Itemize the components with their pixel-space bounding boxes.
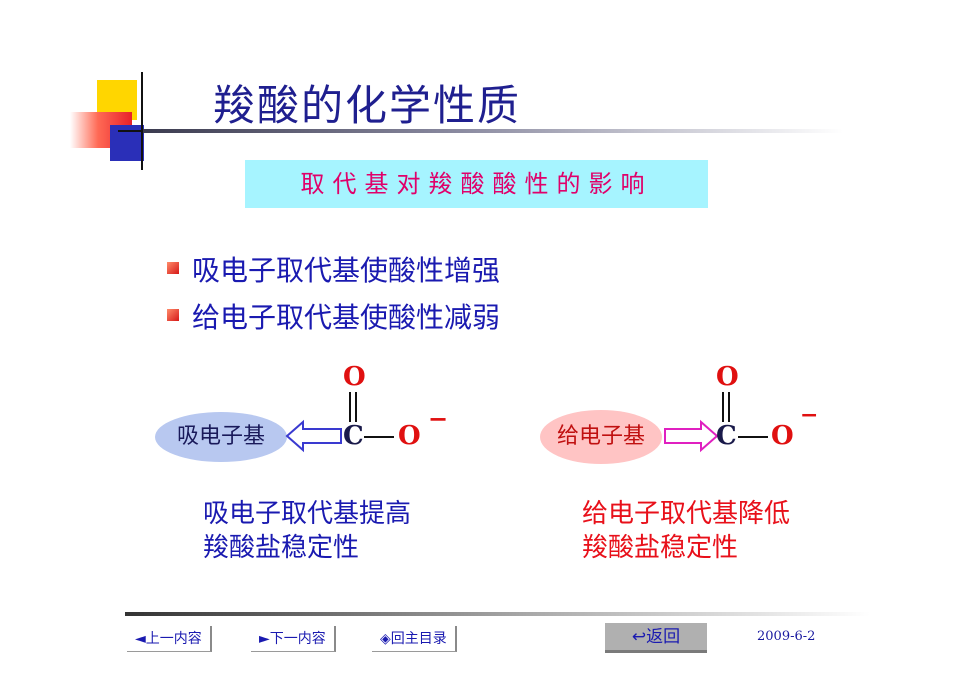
bullet-item-1: 吸电子取代基使酸性增强 [192, 254, 501, 287]
double-bond-line-1 [722, 392, 724, 422]
arrow-left-icon [285, 419, 342, 453]
title-underline [143, 129, 843, 133]
next-content-button[interactable]: ►下一内容 [251, 626, 336, 652]
carbon-atom-right: C [716, 421, 737, 451]
right-description-line-2: 羧酸盐稳定性 [582, 533, 739, 563]
oxygen-right-left: O [398, 421, 421, 451]
subtitle-banner-text: 取代基对羧酸酸性的影响 [300, 170, 653, 198]
electron-withdrawing-group-ellipse [155, 412, 287, 462]
carbon-atom-left: C [343, 421, 364, 451]
negative-charge-right: − [800, 402, 819, 428]
left-description-line-1: 吸电子取代基提高 [203, 499, 412, 529]
subtitle-banner [245, 160, 708, 208]
arrow-right-icon [664, 419, 719, 453]
electron-donating-group-ellipse [540, 410, 662, 464]
right-description-line-1: 给电子取代基降低 [582, 499, 791, 529]
main-menu-button[interactable]: ◈回主目录 [372, 626, 457, 652]
date-label: 2009-6-2 [757, 629, 816, 644]
left-description-line-2: 羧酸盐稳定性 [203, 533, 360, 563]
electron-withdrawing-group-label: 吸电子基 [176, 424, 265, 449]
electron-donating-group-label: 给电子基 [556, 424, 645, 449]
logo-vertical-line [141, 72, 143, 170]
oxygen-top-left: O [343, 362, 366, 392]
double-bond-line-2 [728, 392, 730, 422]
bullet-icon [167, 309, 179, 321]
oxygen-right-right: O [771, 421, 794, 451]
negative-charge-left: − [428, 404, 449, 433]
bullet-item-2: 给电子取代基使酸性减弱 [192, 301, 501, 334]
single-bond-line [738, 436, 768, 438]
return-button[interactable] [605, 623, 707, 653]
oxygen-top-right: O [716, 362, 739, 392]
bullet-icon [167, 262, 179, 274]
double-bond-line-1 [349, 392, 351, 422]
prev-content-button[interactable]: ◄上一内容 [127, 626, 212, 652]
page-title: 羧酸的化学性质 [213, 81, 522, 130]
return-button-label[interactable]: ↩返回 [631, 627, 681, 647]
single-bond-line [364, 436, 394, 438]
double-bond-line-2 [355, 392, 357, 422]
footer-rule [125, 612, 870, 616]
